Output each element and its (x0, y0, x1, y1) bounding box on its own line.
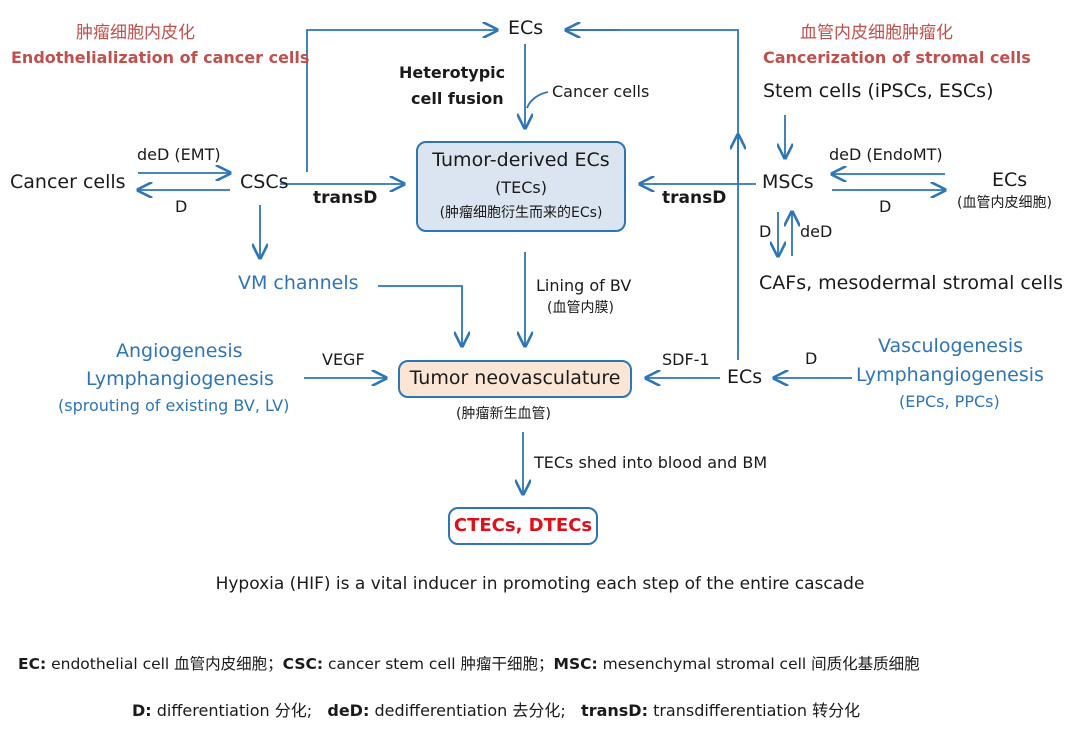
node-vasculogenesis: Vasculogenesis (878, 335, 1024, 357)
title-left-en: Endothelialization of cancer cells (11, 48, 310, 67)
label-d-down: D (759, 222, 772, 241)
title-right-en: Cancerization of stromal cells (763, 48, 1031, 67)
label-transd-right: transD (662, 188, 727, 208)
tec-abbr: (TECs) (495, 178, 547, 197)
label-cancer-cells-in: Cancer cells (552, 82, 650, 101)
legend-row-1: EC: endothelial cell 血管内皮细胞；CSC: cancer … (18, 652, 920, 674)
label-heterotypic-1: Heterotypic (399, 63, 506, 82)
node-ecs-right-cn: (血管内皮细胞) (957, 195, 1052, 211)
node-mscs: MSCs (762, 171, 814, 193)
tec-cn: (肿瘤细胞衍生而来的ECs) (439, 205, 603, 221)
node-cancer-cells: Cancer cells (10, 171, 126, 193)
arrow-ecs-mid-to-top-ecs (568, 29, 739, 360)
neovasculature-label: Tumor neovasculature (409, 367, 621, 389)
tec-box: Tumor-derived ECs (TECs) (肿瘤细胞衍生而来的ECs) (416, 141, 626, 232)
title-left-cn: 肿瘤细胞内皮化 (76, 23, 195, 43)
label-sdf1: SDF-1 (662, 350, 710, 369)
legend-transd-def: transdifferentiation 转分化 (647, 701, 861, 720)
legend-msc-def: mesenchymal stromal cell 间质化基质细胞 (597, 655, 920, 673)
label-ded-emt: deD (EMT) (137, 145, 221, 164)
arrow-vm-to-neo (378, 285, 462, 346)
node-cafs: CAFs, mesodermal stromal cells (759, 272, 1064, 294)
label-transd-left: transD (313, 188, 378, 208)
tec-title: Tumor-derived ECs (432, 149, 610, 171)
hypoxia-note: Hypoxia (HIF) is a vital inducer in prom… (215, 574, 865, 594)
title-right-cn: 血管内皮细胞肿瘤化 (800, 23, 953, 43)
legend-d-def: differentiation 分化; (151, 701, 313, 720)
label-tecs-shed: TECs shed into blood and BM (534, 453, 768, 472)
node-ecs-right: ECs (992, 169, 1028, 191)
legend-transd-term: transD: (581, 701, 648, 720)
node-cscs: CSCs (240, 171, 289, 193)
node-ecs-top: ECs (508, 17, 544, 39)
legend-d-term: D: (132, 701, 152, 720)
neovasculature-cn: (肿瘤新生血管) (456, 406, 551, 422)
arrow-cancer-cells-in (526, 91, 549, 109)
neovasculature-box: Tumor neovasculature (398, 360, 632, 398)
label-lining-bv-cn: (血管内膜) (547, 300, 614, 316)
ctecs-box: CTECs, DTECs (448, 507, 598, 545)
legend-row-2: D: differentiation 分化; deD: dedifferenti… (132, 697, 860, 721)
arrow-cscs-to-top-ecs (306, 30, 497, 172)
legend-ded-def: dedifferentiation 去分化; (369, 701, 566, 720)
label-vegf: VEGF (322, 350, 365, 369)
node-vm-channels: VM channels (238, 272, 359, 294)
ctecs-label: CTECs, DTECs (453, 515, 593, 536)
legend-ec-def: endothelial cell 血管内皮细胞； (46, 655, 283, 673)
label-heterotypic-2: cell fusion (411, 89, 504, 108)
legend-csc-term: CSC: (282, 655, 324, 673)
legend-ded-term: deD: (327, 701, 370, 720)
node-epcs: (EPCs, PPCs) (899, 392, 1000, 411)
node-lymphangiogenesis-left: Lymphangiogenesis (86, 368, 274, 390)
node-ecs-mid: ECs (727, 366, 763, 388)
label-d-left: D (175, 197, 188, 216)
legend-msc-term: MSC: (553, 655, 598, 673)
label-ded-endomt: deD (EndoMT) (829, 145, 943, 164)
node-lymphangiogenesis-right: Lymphangiogenesis (856, 364, 1044, 386)
label-lining-bv: Lining of BV (536, 276, 632, 295)
node-stem-cells: Stem cells (iPSCs, ESCs) (763, 80, 994, 102)
node-sprouting: (sprouting of existing BV, LV) (58, 396, 290, 415)
label-ded-up: deD (800, 222, 833, 241)
node-angiogenesis: Angiogenesis (116, 340, 243, 362)
legend-csc-def: cancer stem cell 肿瘤干细胞； (323, 655, 554, 673)
legend-ec-term: EC: (18, 655, 47, 673)
label-d-vasculo: D (805, 349, 818, 368)
label-d-right: D (879, 197, 892, 216)
